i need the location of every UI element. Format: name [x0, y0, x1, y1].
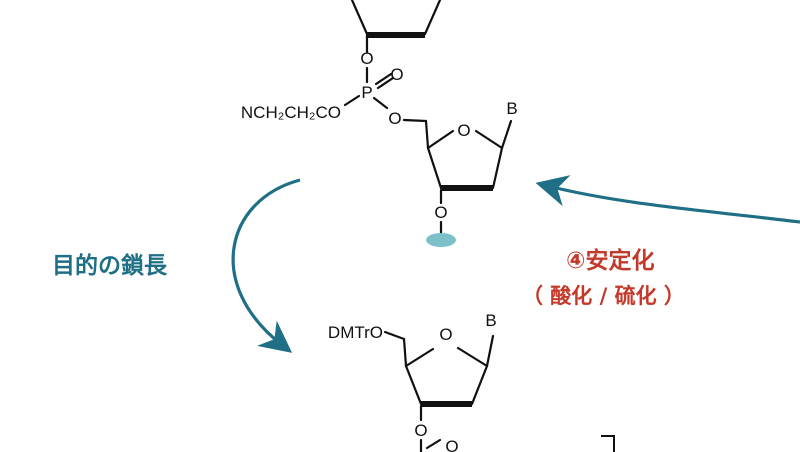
atom-o-ester: O — [388, 109, 401, 128]
ring-oxygen-lower: O — [439, 325, 452, 344]
lower-sugar-ring: DMTrO O B O O — [328, 311, 497, 452]
atom-o-double: O — [390, 65, 403, 84]
atom-p: P — [361, 83, 372, 102]
elongation-arrow — [231, 178, 301, 353]
atom-o-lower: O — [414, 421, 427, 440]
stabilization-title: ④安定化 — [566, 248, 655, 274]
elongation-label: 目的の鎖長 — [52, 253, 167, 279]
atom-o: O — [360, 49, 373, 68]
ring-oxygen: O — [457, 121, 470, 140]
base-label: B — [506, 99, 517, 118]
atom-o-3prime: O — [434, 203, 447, 222]
base-label-lower: B — [485, 311, 496, 330]
cyanoethyl-chain: NCH₂CH₂CO — [241, 103, 341, 122]
dmtro-label: DMTrO — [328, 323, 383, 342]
stabilization-subtitle: （ 酸化 / 硫化 ） — [522, 284, 685, 308]
upper-sugar-ring — [350, 0, 442, 54]
atom-o-lower-2: O — [445, 437, 458, 452]
bracket-mark — [601, 435, 615, 452]
growing-sugar-ring: O B O — [424, 99, 518, 247]
stabilization-arrow — [535, 175, 800, 224]
capping-group-marker — [426, 233, 456, 247]
phosphite-group: O P O NCH₂CH₂CO O — [241, 49, 428, 128]
